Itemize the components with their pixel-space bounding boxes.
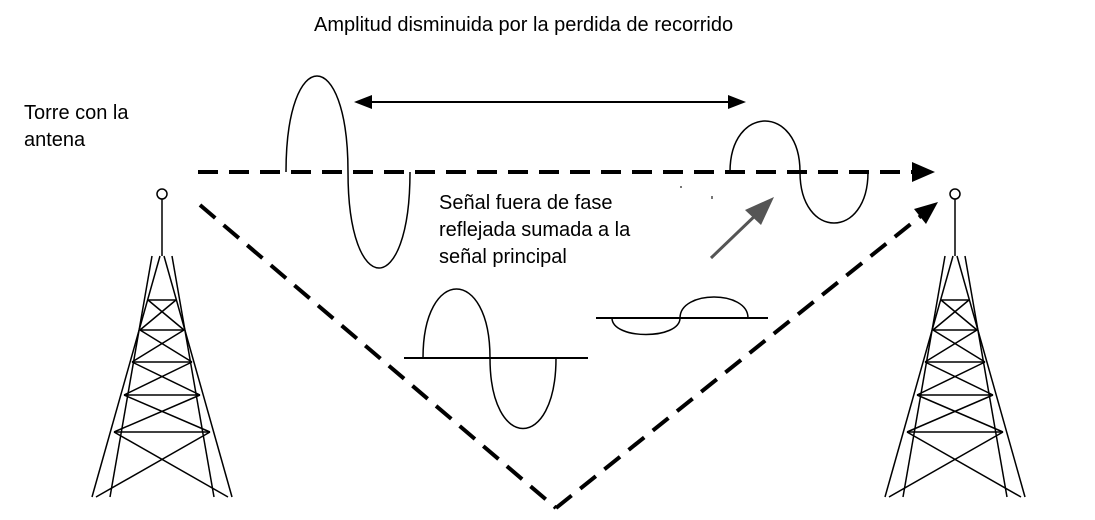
diagram-title: Amplitud disminuida por la perdida de re…: [314, 14, 734, 36]
resultant-wave: [596, 296, 768, 336]
transmitted-wave: [285, 75, 411, 269]
tower-label-line-2: antena: [24, 129, 86, 151]
left-tower: [91, 188, 233, 498]
phase-label-line-3: señal principal: [439, 246, 567, 268]
tower-label-line-1: Torre con la: [24, 102, 129, 124]
reflected-wave: [404, 288, 588, 430]
reflected-path: [198, 202, 938, 510]
attenuated-wave: [729, 120, 869, 224]
right-tower: [884, 188, 1026, 498]
tower-label: Torre con la antena: [24, 100, 129, 154]
distance-arrow: [354, 95, 746, 109]
left-antenna-icon: [156, 188, 168, 200]
direct-path: [198, 162, 935, 182]
phase-label: Señal fuera de fase reflejada sumada a l…: [439, 190, 630, 271]
phase-label-line-1: Señal fuera de fase: [439, 192, 613, 214]
right-antenna-icon: [949, 188, 961, 200]
phase-label-line-2: reflejada sumada a la: [439, 219, 631, 241]
speck: [680, 186, 682, 188]
pointer-arrow: [709, 197, 774, 260]
speck: [711, 196, 713, 199]
